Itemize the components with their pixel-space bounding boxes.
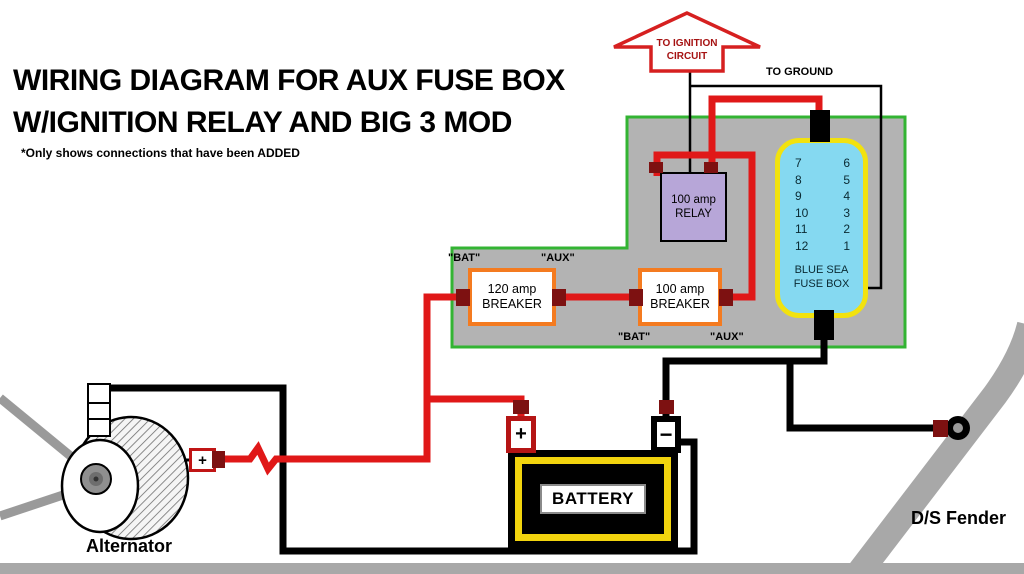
fuse-num: 3: [843, 205, 850, 220]
fuse-box-bottom-terminal: [814, 310, 834, 340]
breaker-120-bat-label: "BAT": [448, 252, 481, 264]
wire-ground-thin: [690, 84, 883, 290]
ignition-arrow-label-line1: TO IGNITION: [656, 38, 718, 49]
ignition-arrow-label: TO IGNITION CIRCUIT: [637, 37, 737, 63]
fuse-num: 10: [795, 205, 809, 220]
wire-black-fender-ground: [786, 361, 947, 432]
breaker-100-line2: BREAKER: [650, 297, 710, 311]
fuse-num: 11: [795, 222, 808, 236]
connector-pin-divider: [89, 401, 109, 404]
fuse-num: 7: [795, 156, 802, 170]
terminal-breaker100-bat: [629, 289, 643, 306]
breaker-100-bat-label: "BAT": [618, 331, 651, 343]
title-note: *Only shows connections that have been A…: [21, 146, 300, 160]
fuse-row: 12 1: [780, 238, 863, 255]
wire-red-alternator-to-breaker: [216, 293, 464, 476]
ignition-arrow-label-line2: CIRCUIT: [666, 51, 708, 62]
fuse-num: 1: [843, 238, 850, 253]
terminal-relay-left: [649, 162, 663, 173]
connector-pin-divider: [89, 418, 109, 420]
fender-label: D/S Fender: [911, 508, 1007, 528]
ignition-arrow: [613, 11, 761, 73]
relay-label-line1: 100 amp: [671, 194, 716, 206]
wire-black-alternator-ground: [104, 384, 698, 555]
title-line-1: WIRING DIAGRAM FOR AUX FUSE BOX: [13, 64, 565, 97]
alternator-pulley-center: [93, 476, 99, 482]
fuse-num: 4: [843, 189, 850, 203]
fender-curve: [841, 321, 1024, 574]
terminal-battery-positive-crimp: [513, 400, 529, 414]
fuse-num: 8: [795, 172, 802, 187]
breaker-100-line1: 100 amp: [655, 282, 705, 296]
battery-negative-terminal: −: [651, 416, 681, 453]
fuse-num: 6: [843, 156, 850, 170]
wire-black-battery-negative: [662, 336, 828, 420]
relay-box: 100 amp RELAY: [660, 172, 727, 242]
page-title: WIRING DIAGRAM FOR AUX FUSE BOX W/IGNITI…: [13, 60, 565, 144]
terminal-breaker120-aux: [552, 289, 566, 306]
fuse-box-top-terminal: [810, 110, 830, 142]
fuse-row: 10 3: [780, 205, 863, 222]
fuse-num: 5: [843, 172, 850, 187]
breaker-120-line1: 120 amp: [487, 282, 537, 296]
alternator-connector: [87, 383, 111, 437]
fuse-num: 9: [795, 189, 802, 203]
to-ground-label: TO GROUND: [766, 66, 834, 78]
terminal-breaker100-aux: [719, 289, 733, 306]
terminal-alternator-output: [212, 451, 225, 468]
breaker-120-box: 120 amp BREAKER: [468, 268, 556, 326]
fuse-row: 11 2: [780, 221, 863, 238]
wire-red-battery-positive: [425, 395, 525, 422]
breaker-120-aux-label: "AUX": [541, 252, 575, 264]
title-line-2: W/IGNITION RELAY AND BIG 3 MOD: [13, 106, 512, 139]
fuse-num: 2: [843, 222, 850, 236]
breaker-100-aux-label: "AUX": [710, 331, 744, 343]
breaker-120-line2: BREAKER: [482, 297, 542, 311]
fuse-box-name: BLUE SEA FUSE BOX: [780, 263, 863, 291]
relay-label-line2: RELAY: [675, 208, 712, 220]
terminal-relay-right: [704, 162, 718, 173]
bottom-edge-strip: [0, 563, 1024, 574]
breaker-100-box: 100 amp BREAKER: [638, 268, 722, 326]
battery-label: BATTERY: [540, 484, 646, 514]
terminal-battery-negative-crimp: [659, 400, 674, 414]
fuse-box-name-line1: BLUE SEA: [794, 264, 849, 276]
battery-positive-terminal: +: [506, 416, 536, 453]
fuse-num: 12: [795, 238, 809, 253]
terminal-breaker120-bat: [456, 289, 470, 306]
ground-bolt-hole: [953, 423, 963, 433]
alternator-label: Alternator: [86, 536, 173, 556]
fuse-box-name-line2: FUSE BOX: [793, 278, 850, 290]
terminal-fender-ground: [933, 420, 948, 437]
